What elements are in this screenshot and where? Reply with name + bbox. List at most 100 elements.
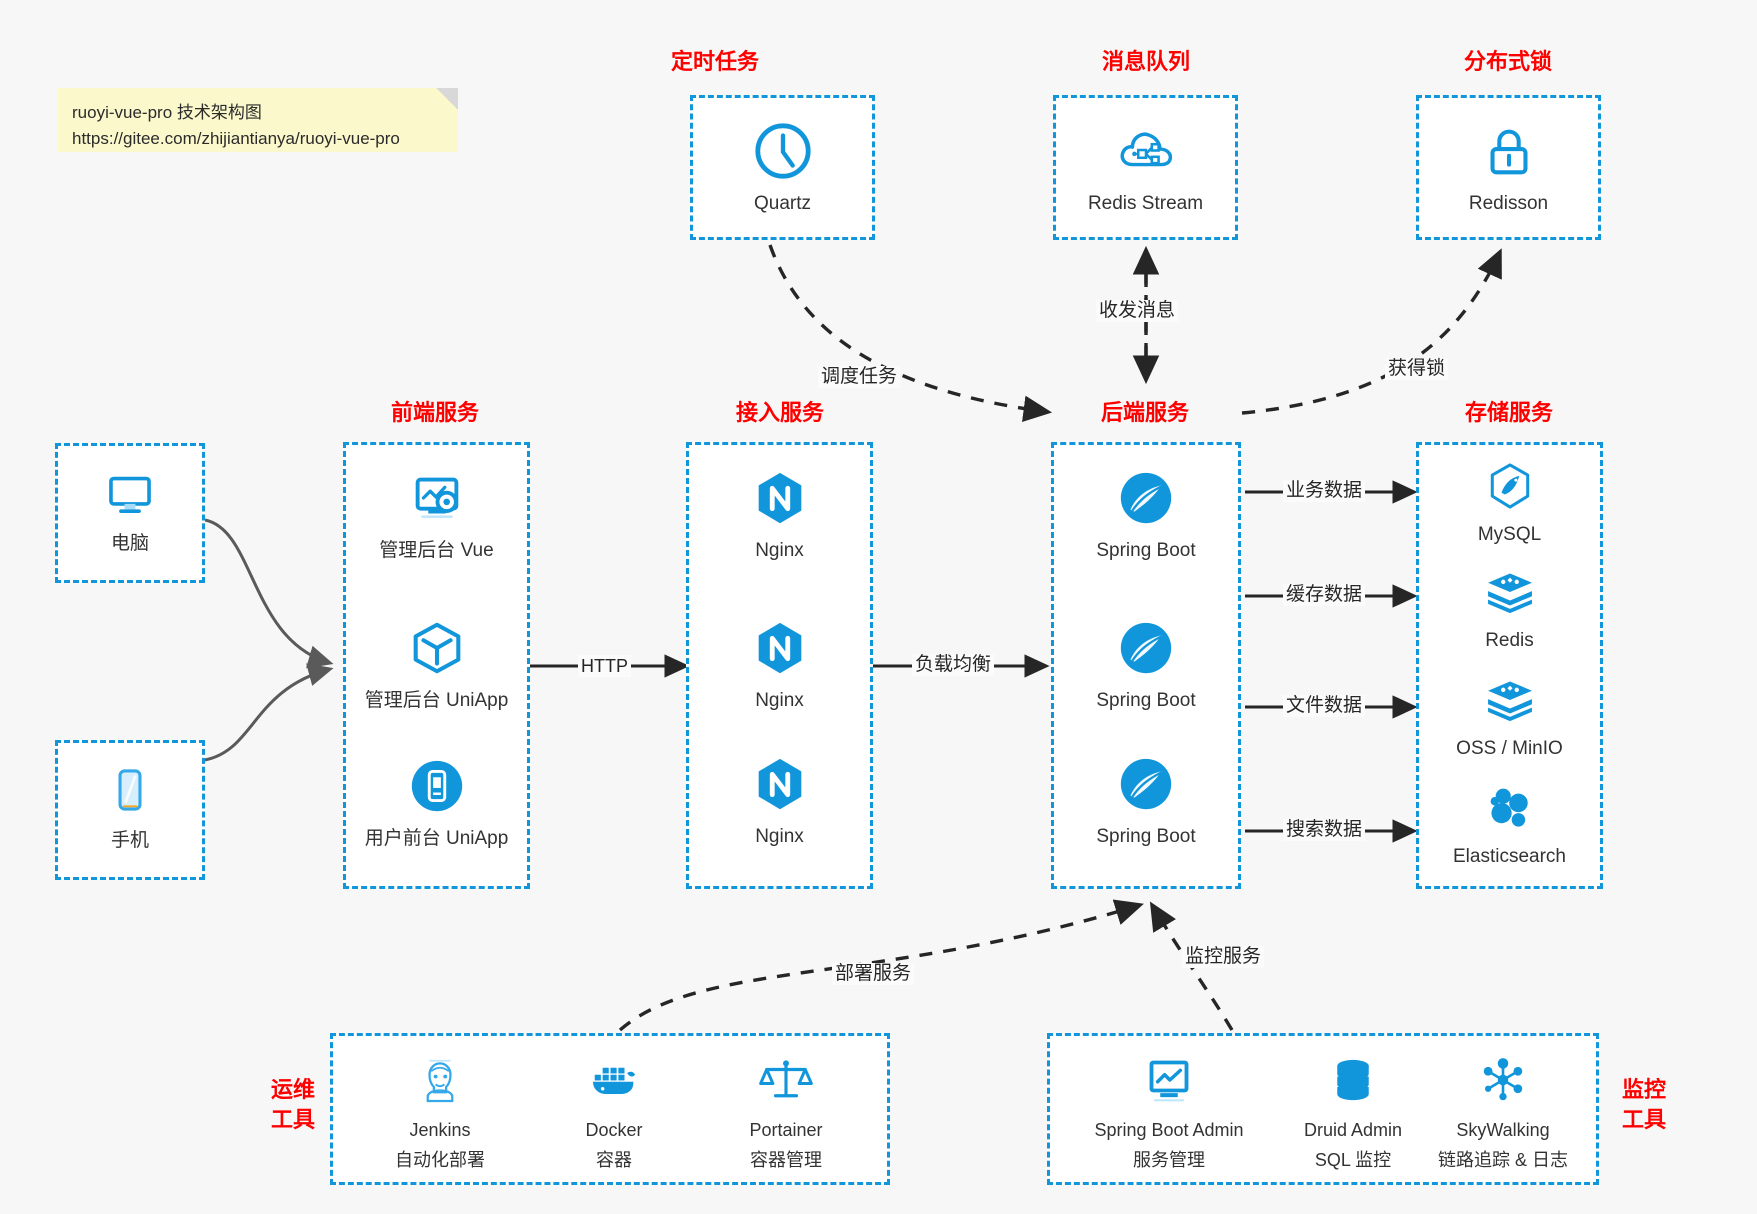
node-label-druid-admin: Druid Admin (1303, 1120, 1403, 1140)
edge-label-cache-data: 缓存数据 (1283, 584, 1366, 606)
node-label-spring-boot-3: Spring Boot (1096, 826, 1196, 847)
note-line-title: ruoyi-vue-pro 技术架构图 (72, 103, 262, 122)
node-label-spring-boot-2: Spring Boot (1096, 690, 1196, 711)
edge-label-schedule-task: 调度任务 (818, 366, 901, 388)
edge-label-business-data: 业务数据 (1283, 480, 1366, 502)
node-admin-uniapp[interactable]: 管理后台 UniApp (346, 617, 527, 714)
node-label-spring-boot-admin: Spring Boot Admin (1094, 1120, 1244, 1140)
group-title-devops-line1: 运维 (270, 1077, 315, 1102)
node-druid-admin[interactable]: Druid Admin SQL 监控 (1268, 1052, 1438, 1173)
node-spring-boot-3[interactable]: Spring Boot (1054, 753, 1238, 850)
database-icon (1325, 1052, 1381, 1113)
node-label-docker: Docker (585, 1120, 643, 1140)
nginx-icon (749, 753, 811, 820)
group-box-message-queue[interactable]: Redis Stream (1053, 95, 1238, 240)
node-spring-boot-2[interactable]: Spring Boot (1054, 617, 1238, 714)
jenkins-icon (412, 1052, 468, 1113)
group-title-scheduled-task: 定时任务 (670, 49, 759, 74)
edge-label-acquire-lock: 获得锁 (1385, 358, 1449, 380)
lock-icon (1478, 120, 1540, 187)
node-label-nginx-3: Nginx (755, 826, 804, 847)
node-label-user-uniapp: 用户前台 UniApp (364, 828, 509, 849)
node-label-redisson: Redisson (1468, 193, 1549, 214)
edge-label-file-data: 文件数据 (1283, 695, 1366, 717)
node-admin-vue[interactable]: 管理后台 Vue (346, 467, 527, 564)
node-portainer[interactable]: Portainer 容器管理 (701, 1052, 871, 1173)
node-quartz[interactable]: Quartz (693, 120, 872, 217)
group-title-devops-line2: 工具 (270, 1107, 315, 1132)
node-sub-skywalking: 链路追踪 & 日志 (1437, 1150, 1568, 1170)
group-box-client-desktop[interactable]: 电脑 (55, 443, 205, 583)
node-label-redis-stream: Redis Stream (1087, 193, 1204, 214)
note-fold-corner (436, 88, 458, 110)
node-label-admin-uniapp: 管理后台 UniApp (364, 690, 509, 711)
node-label-quartz: Quartz (753, 193, 812, 214)
node-user-uniapp[interactable]: 用户前台 UniApp (346, 755, 527, 852)
node-label-skywalking: SkyWalking (1456, 1120, 1550, 1140)
group-box-scheduled-task[interactable]: Quartz (690, 95, 875, 240)
node-nginx-2[interactable]: Nginx (689, 617, 870, 714)
node-desktop[interactable]: 电脑 (58, 464, 202, 557)
group-title-storage: 存储服务 (1464, 400, 1553, 425)
node-skywalking[interactable]: SkyWalking 链路追踪 & 日志 (1408, 1052, 1598, 1173)
node-label-mysql: MySQL (1477, 524, 1542, 545)
node-oss-minio[interactable]: OSS / MinIO (1419, 673, 1600, 762)
cube-icon (406, 617, 468, 684)
group-box-client-phone[interactable]: 手机 (55, 740, 205, 880)
node-label-oss-minio: OSS / MinIO (1456, 738, 1563, 759)
node-mysql[interactable]: MySQL (1419, 459, 1600, 548)
node-label-jenkins: Jenkins (409, 1120, 471, 1140)
node-label-portainer: Portainer (749, 1120, 823, 1140)
node-label-admin-vue: 管理后台 Vue (379, 540, 494, 561)
dashboard-gear-icon (406, 467, 468, 534)
node-sub-docker: 容器 (596, 1150, 632, 1170)
node-nginx-1[interactable]: Nginx (689, 467, 870, 564)
edge-label-search-data: 搜索数据 (1283, 819, 1366, 841)
node-jenkins[interactable]: Jenkins 自动化部署 (355, 1052, 525, 1173)
node-sub-spring-boot-admin: 服务管理 (1133, 1150, 1205, 1170)
edge-label-load-balance: 负载均衡 (912, 654, 995, 676)
group-title-monitoring-line1: 监控 (1621, 1077, 1666, 1102)
mysql-icon (1483, 459, 1537, 518)
group-box-monitoring[interactable]: Spring Boot Admin 服务管理 Druid Admin SQL 监… (1047, 1033, 1599, 1185)
spring-boot-icon (1115, 753, 1177, 820)
monitor-chart-icon (1141, 1052, 1197, 1113)
node-spring-boot-admin[interactable]: Spring Boot Admin 服务管理 (1064, 1052, 1274, 1173)
scales-icon (758, 1052, 814, 1113)
phone-icon (101, 761, 159, 824)
group-box-distributed-lock[interactable]: Redisson (1416, 95, 1601, 240)
group-box-gateway[interactable]: Nginx Nginx Nginx (686, 442, 873, 889)
spring-boot-icon (1115, 617, 1177, 684)
desktop-icon (101, 464, 159, 527)
node-sub-druid-admin: SQL 监控 (1314, 1150, 1392, 1170)
elasticsearch-icon (1483, 781, 1537, 840)
group-title-gateway: 接入服务 (735, 400, 824, 425)
group-title-distributed-lock: 分布式锁 (1463, 49, 1552, 74)
node-redis-stream[interactable]: Redis Stream (1056, 120, 1235, 217)
edge-label-send-receive-message: 收发消息 (1096, 300, 1179, 322)
node-label-spring-boot-1: Spring Boot (1096, 540, 1196, 561)
node-redis[interactable]: Redis (1419, 565, 1600, 654)
node-docker[interactable]: Docker 容器 (529, 1052, 699, 1173)
node-phone[interactable]: 手机 (58, 761, 202, 854)
group-title-monitoring-line2: 工具 (1621, 1107, 1666, 1132)
node-redisson[interactable]: Redisson (1419, 120, 1598, 217)
node-nginx-3[interactable]: Nginx (689, 753, 870, 850)
node-label-phone: 手机 (110, 830, 149, 851)
group-title-backend: 后端服务 (1100, 400, 1189, 425)
node-sub-jenkins: 自动化部署 (395, 1150, 485, 1170)
group-box-storage[interactable]: MySQL Redis (1416, 442, 1603, 889)
note-card: ruoyi-vue-pro 技术架构图 https://gitee.com/zh… (58, 88, 458, 152)
node-spring-boot-1[interactable]: Spring Boot (1054, 467, 1238, 564)
group-box-frontend[interactable]: 管理后台 Vue 管理后台 UniApp 用户前台 UniApp (343, 442, 530, 889)
network-nodes-icon (1475, 1052, 1531, 1113)
clock-icon (752, 120, 814, 187)
group-box-backend[interactable]: Spring Boot Spring Boot Spring Boot (1051, 442, 1241, 889)
group-box-devops[interactable]: Jenkins 自动化部署 Docker 容器 (330, 1033, 890, 1185)
group-title-frontend: 前端服务 (390, 400, 479, 425)
node-label-nginx-1: Nginx (755, 540, 804, 561)
edge-label-http: HTTP (578, 655, 631, 677)
group-title-monitoring: 监控 工具 (1608, 1075, 1680, 1135)
node-elasticsearch[interactable]: Elasticsearch (1419, 781, 1600, 870)
oss-icon (1483, 673, 1537, 732)
